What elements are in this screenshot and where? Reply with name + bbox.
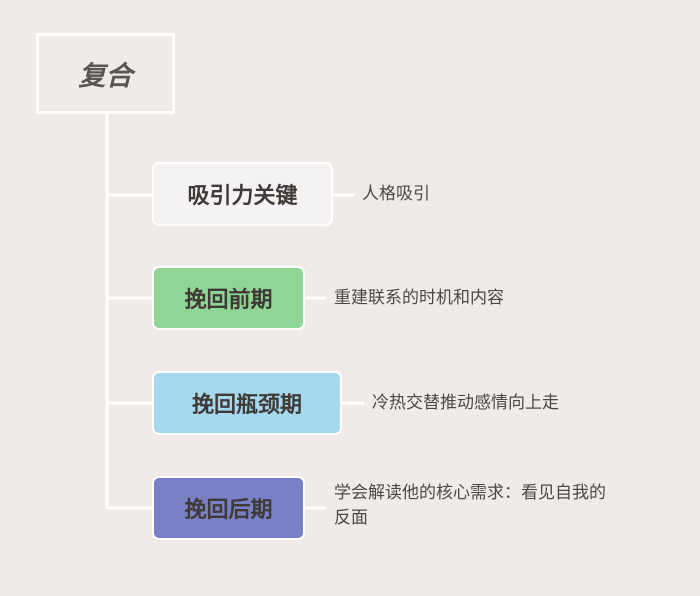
branch-desc-late: 学会解读他的核心需求：看见自我的 反面	[334, 481, 606, 531]
desc-line: 学会解读他的核心需求：看见自我的	[334, 483, 606, 503]
branch-desc-bottleneck: 冷热交替推动感情向上走	[372, 391, 559, 416]
branch-node-early: 挽回前期	[152, 266, 305, 330]
desc-line: 重建联系的时机和内容	[334, 288, 504, 308]
desc-line: 反面	[334, 508, 368, 528]
branch-node-bottleneck: 挽回瓶颈期	[152, 371, 342, 435]
branch-node-attraction: 吸引力关键	[152, 162, 333, 226]
branch-desc-early: 重建联系的时机和内容	[334, 286, 504, 311]
branch-node-late: 挽回后期	[152, 476, 305, 540]
root-node: 复合	[36, 33, 175, 114]
desc-line: 冷热交替推动感情向上走	[372, 393, 559, 413]
branch-desc-attraction: 人格吸引	[362, 182, 430, 207]
desc-line: 人格吸引	[362, 184, 430, 204]
